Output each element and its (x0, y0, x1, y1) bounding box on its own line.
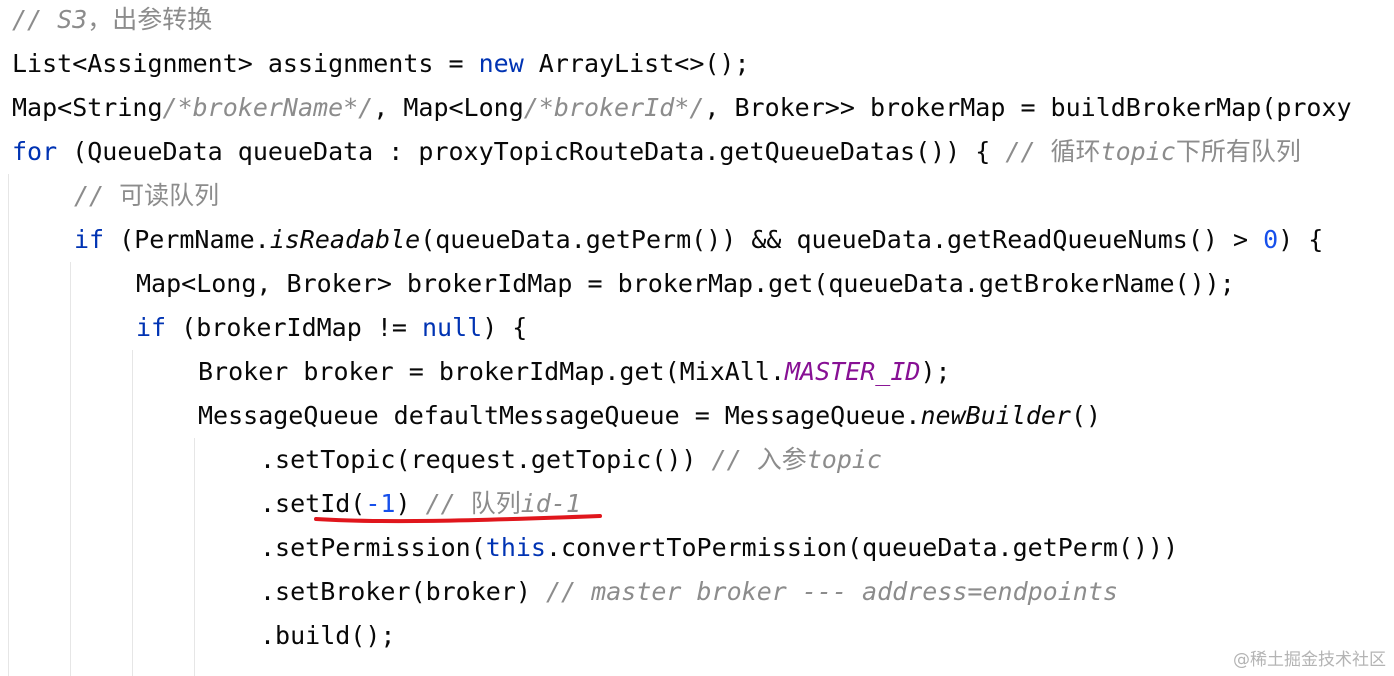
code-token: -1 (365, 489, 396, 518)
code-token: .setBroker(broker) (260, 577, 546, 606)
code-line[interactable]: .setId(-1) // 队列id-1 (260, 482, 581, 526)
code-line[interactable]: .setPermission(this.convertToPermission(… (260, 526, 1178, 570)
code-token: ) (395, 489, 426, 518)
code-line[interactable]: .build(); (260, 614, 395, 658)
indent-guide (8, 174, 9, 676)
code-token: if (136, 313, 167, 342)
code-token: Map<String (12, 93, 163, 122)
code-token: 循环 (1050, 137, 1101, 166)
code-line[interactable]: .setBroker(broker) // master broker --- … (260, 570, 1118, 614)
code-token: MessageQueue defaultMessageQueue = Messa… (198, 401, 921, 430)
code-token: topic (806, 445, 882, 474)
code-token: new (478, 49, 524, 78)
code-token: newBuilder (920, 401, 1071, 430)
code-token: .convertToPermission(queueData.getPerm()… (546, 533, 1179, 562)
code-line[interactable]: Map<Long, Broker> brokerIdMap = brokerMa… (136, 262, 1235, 306)
code-token: // S3 (12, 5, 88, 34)
code-token: id-1 (520, 489, 581, 518)
code-token: 0 (1263, 225, 1279, 254)
indent-guide (194, 438, 195, 676)
code-line[interactable]: List<Assignment> assignments = new Array… (12, 42, 750, 86)
code-line[interactable]: if (PermName.isReadable(queueData.getPer… (74, 218, 1323, 262)
code-line[interactable]: // 可读队列 (74, 174, 219, 218)
code-token: Broker broker = brokerIdMap.get(MixAll. (198, 357, 785, 386)
code-token: .build(); (260, 621, 396, 650)
indent-guide (132, 350, 133, 676)
code-token: // (1005, 137, 1051, 166)
code-line[interactable]: .setTopic(request.getTopic()) // 入参topic (260, 438, 882, 482)
code-token: for (12, 137, 58, 166)
code-token: ) { (482, 313, 528, 342)
code-token: .setTopic(request.getTopic()) (260, 445, 712, 474)
code-token: Map<Long, Broker> brokerIdMap = brokerMa… (136, 269, 1235, 298)
code-token: ) { (1278, 225, 1324, 254)
code-token: (brokerIdMap != (166, 313, 422, 342)
code-token: ); (920, 357, 951, 386)
code-token: isReadable (269, 225, 421, 254)
code-token: this (485, 533, 546, 562)
code-token: 下所有队列 (1175, 137, 1301, 166)
code-token: 入参 (756, 445, 807, 474)
code-token: // master broker --- address=endpoints (545, 577, 1118, 606)
code-token: , Broker>> brokerMap = buildBrokerMap(pr… (704, 93, 1352, 122)
code-token: , Map<Long (373, 93, 524, 122)
code-token: null (421, 313, 483, 342)
code-token: MASTER_ID (785, 357, 921, 386)
code-token: (PermName. (104, 225, 270, 254)
code-line[interactable]: Map<String/*brokerName*/, Map<Long/*brok… (12, 86, 1352, 130)
code-token: topic (1100, 137, 1176, 166)
code-line[interactable]: // S3，出参转换 (12, 0, 212, 42)
code-token: // (74, 181, 120, 210)
code-line[interactable]: MessageQueue defaultMessageQueue = Messa… (198, 394, 1101, 438)
indent-guide (70, 262, 71, 676)
code-token: () (1070, 401, 1102, 430)
code-token: /*brokerId*/ (523, 93, 705, 122)
code-token: .setId( (260, 489, 366, 518)
code-token: (QueueData queueData : proxyTopicRouteDa… (57, 137, 1006, 166)
code-line[interactable]: if (brokerIdMap != null) { (136, 306, 527, 350)
code-token: // (425, 489, 471, 518)
code-token: if (74, 225, 105, 254)
code-line[interactable]: for (QueueData queueData : proxyTopicRou… (12, 130, 1301, 174)
code-token: /*brokerName*/ (162, 93, 374, 122)
code-token: // (711, 445, 757, 474)
code-token: (queueData.getPerm()) && queueData.getRe… (420, 225, 1264, 254)
code-line[interactable]: Broker broker = brokerIdMap.get(MixAll.M… (198, 350, 951, 394)
code-token: List<Assignment> assignments = (12, 49, 479, 78)
code-token: ，出参转换 (87, 5, 213, 34)
code-token: .setPermission( (260, 533, 486, 562)
code-token: 队列 (470, 489, 521, 518)
watermark: @稀土掘金技术社区 (1233, 650, 1386, 670)
code-token: 可读队列 (119, 181, 220, 210)
code-token: ArrayList<>(); (523, 49, 750, 78)
